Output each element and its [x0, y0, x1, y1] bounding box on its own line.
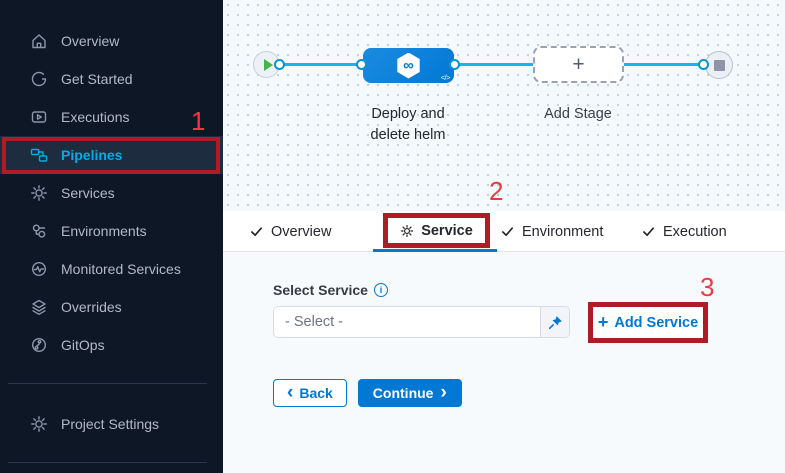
add-stage-button[interactable]	[533, 46, 624, 83]
check-icon	[251, 227, 262, 237]
annotation-box-3: Add Service	[588, 302, 708, 343]
sidebar-item-label: Services	[61, 185, 115, 201]
annotation-number-2: 2	[489, 176, 504, 206]
annotation-number-3: 3	[700, 272, 715, 302]
plus-icon	[598, 313, 609, 332]
sidebar-item-label: Overview	[61, 33, 120, 49]
home-icon	[32, 34, 46, 49]
pipelines-icon	[30, 148, 48, 162]
chevron-right-icon	[440, 385, 446, 401]
service-select[interactable]: - Select -	[273, 306, 570, 338]
tab-service[interactable]: Service	[400, 223, 473, 239]
sidebar-item-label: GitOps	[61, 337, 105, 353]
annotation-number-1: 1	[191, 106, 206, 136]
overrides-icon	[32, 299, 46, 315]
environments-icon	[32, 224, 46, 238]
sidebar-item-label: Executions	[61, 109, 130, 125]
connector-port	[356, 59, 367, 70]
continue-button[interactable]: Continue	[357, 379, 462, 407]
sidebar: Overview Get Started Executions Pipeline…	[0, 0, 223, 473]
check-icon	[643, 227, 654, 237]
sidebar-item-label: Get Started	[61, 71, 133, 87]
connector-port	[274, 59, 285, 70]
cd-infinity-icon	[397, 52, 420, 79]
stop-icon	[713, 59, 725, 71]
service-form: Select Service - Select - Add Service	[223, 252, 785, 473]
stage-node-deploy[interactable]	[363, 48, 454, 83]
get-started-icon	[31, 71, 47, 87]
gitops-icon	[31, 337, 47, 353]
sidebar-item-services[interactable]: Services	[0, 174, 223, 212]
sidebar-item-project-settings[interactable]: Project Settings	[0, 405, 223, 443]
stage-tabbar: Overview Service Environment Execution	[223, 211, 785, 252]
continue-button-label: Continue	[372, 385, 434, 401]
form-button-row: Back Continue	[273, 379, 462, 407]
select-service-label: Select Service	[273, 282, 368, 298]
sidebar-divider	[8, 383, 207, 384]
sidebar-item-pipelines[interactable]: Pipelines	[0, 136, 223, 174]
main-content: Deploy and delete helm Add Stage 2 Overv…	[223, 0, 785, 473]
tab-environment[interactable]: Environment	[501, 211, 603, 252]
sidebar-item-label: Environments	[61, 223, 147, 239]
services-icon	[31, 185, 47, 201]
info-icon[interactable]	[373, 283, 388, 297]
back-button[interactable]: Back	[273, 379, 347, 407]
sidebar-item-gitops[interactable]: GitOps	[0, 326, 223, 364]
sidebar-item-get-started[interactable]: Get Started	[0, 60, 223, 98]
annotation-box-2: Service	[383, 213, 490, 248]
pipeline-end-node[interactable]	[705, 51, 733, 79]
pipeline-canvas[interactable]: Deploy and delete helm Add Stage 2	[223, 0, 785, 211]
tab-overview[interactable]: Overview	[250, 211, 331, 252]
sidebar-nav: Overview Get Started Executions Pipeline…	[0, 22, 223, 364]
add-service-label: Add Service	[614, 314, 699, 331]
tab-execution[interactable]: Execution	[642, 211, 727, 252]
connector-port	[449, 59, 460, 70]
connector-port	[698, 59, 709, 70]
sidebar-divider	[8, 462, 207, 463]
plus-icon	[572, 54, 584, 76]
chevron-left-icon	[287, 385, 293, 401]
sidebar-item-overview[interactable]: Overview	[0, 22, 223, 60]
add-stage-label: Add Stage	[544, 106, 612, 122]
pipeline-connector-line	[266, 63, 706, 66]
pin-icon	[548, 315, 562, 329]
gear-icon	[401, 224, 414, 237]
sidebar-item-overrides[interactable]: Overrides	[0, 288, 223, 326]
sidebar-item-label: Overrides	[61, 299, 122, 315]
active-tab-underline	[373, 249, 497, 252]
pin-toggle[interactable]	[540, 307, 569, 337]
tab-label: Execution	[663, 223, 727, 240]
tab-label: Service	[421, 222, 473, 239]
add-service-button[interactable]: Add Service	[593, 307, 703, 338]
select-service-label-row: Select Service	[273, 282, 388, 298]
service-select-value: - Select -	[285, 314, 344, 330]
code-icon	[441, 73, 450, 82]
monitored-services-icon	[31, 261, 47, 277]
sidebar-item-executions[interactable]: Executions	[0, 98, 223, 136]
sidebar-item-label: Pipelines	[61, 147, 123, 163]
stage-label: Deploy and delete helm	[370, 106, 446, 143]
sidebar-item-monitored-services[interactable]: Monitored Services	[0, 250, 223, 288]
sidebar-item-label: Project Settings	[61, 416, 160, 432]
tab-label: Overview	[271, 223, 332, 240]
executions-icon	[31, 111, 47, 123]
sidebar-item-label: Monitored Services	[61, 261, 181, 277]
sidebar-item-environments[interactable]: Environments	[0, 212, 223, 250]
play-icon	[263, 58, 273, 71]
tab-label: Environment	[522, 223, 604, 240]
gear-icon	[31, 416, 47, 432]
back-button-label: Back	[299, 385, 333, 401]
check-icon	[502, 227, 513, 237]
